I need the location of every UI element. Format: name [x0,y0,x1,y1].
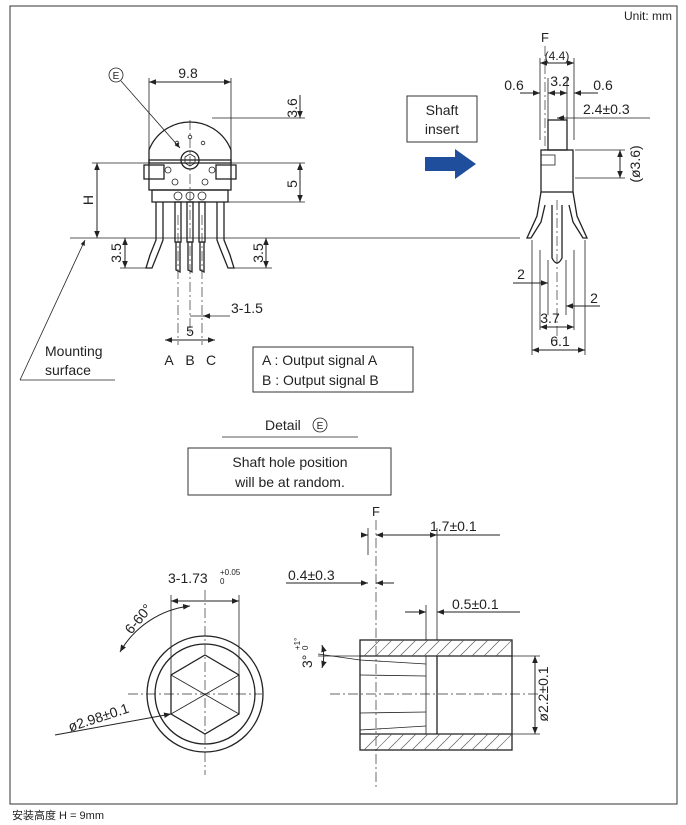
side-shaft-top [547,119,568,151]
side-leg-left [525,191,546,239]
hex-diag [170,674,240,715]
dim-0-5: 0.5±0.1 [452,596,499,612]
dot [200,140,206,146]
dot [201,178,209,186]
dot [171,178,179,186]
taper-line [359,659,427,665]
section-hatch-bottom [363,733,513,751]
legend-box [252,346,414,393]
dim-4-4: (4.4) [545,49,570,63]
detail-header: Detail E Shaft hole position will be at … [187,417,392,496]
shaft-insert-line2: insert [425,121,459,137]
dim-3-5-right: 3.5 [250,243,266,263]
dim-3-1-5: 3-1.5 [231,300,263,316]
dim-3-5-left: 3.5 [108,243,124,263]
section-view: F 1.7±0.1 0.4±0.3 0.5±0.1 [286,504,551,790]
dot [197,191,207,201]
side-f-label: F [541,30,549,45]
dot [208,166,216,174]
dim-0-6-right: 0.6 [593,77,613,93]
taper-line [359,725,427,731]
hole-dim-main: 3-1.73 [168,570,208,586]
front-view: E 9.8 [19,65,520,381]
dim-9-8: 9.8 [178,65,198,81]
hole-view: 3-1.73 +0.05 0 6-60° ø2.98±0.1 [54,568,264,775]
dim-2-left: 2 [517,266,525,282]
dim-1-7: 1.7±0.1 [430,518,477,534]
dim-3-6-dia: (ø3.6) [627,145,643,182]
dim-3-2: 3.2 [550,73,570,89]
dim-3-6: 3.6 [284,98,300,118]
angle-main: 3° [299,655,315,668]
side-body [540,149,574,193]
detail-e-mark: E [113,71,120,82]
dot [164,166,172,174]
detail-title-mark: E [317,421,324,432]
angle-arc [119,604,191,653]
right-mount-leg [216,202,235,269]
side-tab [540,154,556,166]
detail-note-2: will be at random. [234,474,345,490]
dim-5-pins: 5 [186,323,194,339]
dim-0-4: 0.4±0.3 [288,567,335,583]
dim-5: 5 [284,180,300,188]
angle-tol-lower: 0 [301,645,310,650]
drawing-frame [9,5,678,805]
outer-circle [146,635,264,753]
diameter-dim: ø2.98±0.1 [66,700,131,735]
legend-a: A : Output signal A [262,352,378,368]
detail-e-circle [108,67,124,83]
mounting-label-2: surface [45,362,91,378]
pin-label-a: A [164,352,174,368]
detail-title: Detail [265,417,301,433]
left-mount-leg [145,202,164,269]
shaft-insert-line1: Shaft [426,102,459,118]
inner-circle [154,643,256,745]
dim-2-4: 2.4±0.3 [583,101,630,117]
left-tab [143,164,165,180]
angle-ref [317,653,361,661]
dim-3-7: 3.7 [540,310,560,326]
dot [174,140,180,146]
diameter-leader [54,712,172,736]
pin-label-b: B [185,352,194,368]
dim-2-right: 2 [590,290,598,306]
dim-0-6-left: 0.6 [504,77,524,93]
hole-dim-tol-upper: +0.05 [220,568,241,577]
hole-dim-tol-lower: 0 [220,577,225,586]
shaft-insert-arrow [425,149,476,179]
side-leg-right [568,191,589,239]
section-f-label: F [372,504,380,519]
legend-b: B : Output signal B [262,372,379,388]
taper-line [359,711,427,714]
taper-line [359,674,427,677]
dim-6-1: 6.1 [550,333,570,349]
dim-2-2: ø2.2±0.1 [535,666,551,721]
detail-title-circle [312,417,328,433]
angle-arc [321,644,327,669]
angle-tol-upper: +1° [293,638,302,650]
signal-legend: A : Output signal A B : Output signal B [252,346,414,393]
footer-note: 安装高度 H = 9mm [12,808,104,822]
section-hatch-top [363,639,513,657]
dot [173,191,183,201]
side-view: F (4.4) 0.6 3.2 0.6 2.4±0.3 (ø3.6) [504,30,650,355]
pin-label-c: C [206,352,216,368]
detail-note-1: Shaft hole position [232,454,347,470]
mounting-leader [19,239,86,381]
unit-label: Unit: mm [624,9,672,23]
rotor-dome [148,121,232,164]
right-tab [215,164,237,180]
angle-dim: 6-60° [121,601,155,637]
dim-h: H [80,195,96,205]
shaft-insert-callout: Shaft insert [406,95,478,179]
detail-e-leader [120,80,181,149]
detail-note-box [187,447,392,496]
shaft-insert-box [406,95,478,143]
mounting-label-1: Mounting [45,343,103,359]
